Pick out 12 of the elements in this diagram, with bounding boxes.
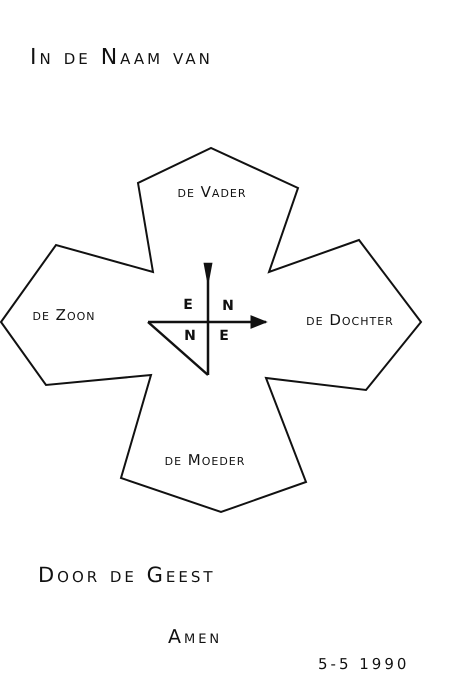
- date-text: 5-5 1990: [318, 655, 410, 673]
- text-line: Door de Geest: [38, 563, 216, 587]
- node-label: de Zoon: [32, 306, 96, 324]
- compass-letter: N: [222, 298, 234, 314]
- node-label: de Dochter: [306, 311, 394, 329]
- node-label: de Vader: [177, 183, 247, 201]
- title: In de Naam van: [30, 45, 213, 70]
- compass-letter: E: [219, 328, 229, 344]
- text-line: Amen: [168, 626, 222, 648]
- compass-letter: N: [184, 328, 196, 344]
- compass-letter: E: [183, 297, 193, 313]
- node-label: de Moeder: [164, 451, 246, 469]
